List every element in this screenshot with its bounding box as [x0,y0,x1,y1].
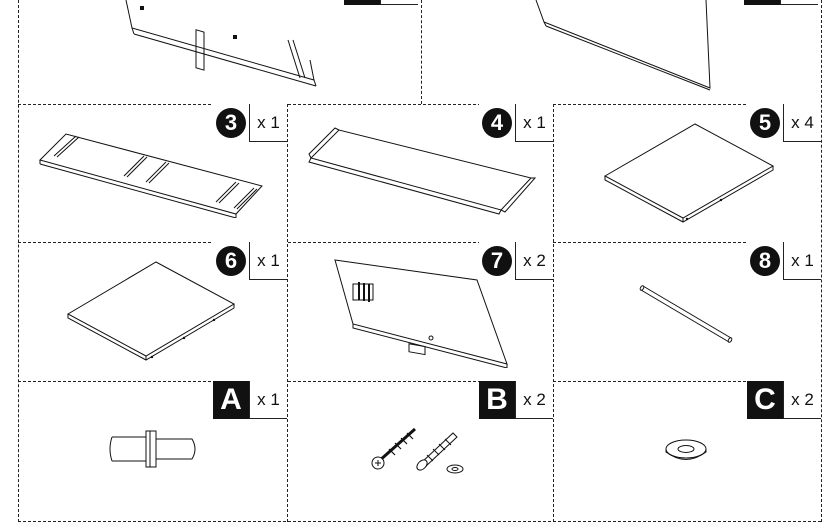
part-7-quantity: x 2 [515,242,553,280]
grid-bottom-border [18,521,821,522]
panel-3-icon [36,128,266,218]
part-b-cell: B x 2 [287,381,553,521]
grid-divider-top [421,0,422,104]
panel-2-icon [530,0,720,92]
part-8-quantity: x 1 [783,242,821,280]
part-8-number: 8 [750,246,780,276]
shelf-pin-a-icon [108,427,200,473]
panel-4-icon [305,126,545,218]
part-c-quantity: x 2 [783,381,821,419]
part-3-cell: 3 x 1 [18,104,287,242]
part-b-quantity: x 2 [515,381,553,419]
part-5-quantity: x 4 [783,104,821,142]
screw-anchor-b-icon [367,421,477,481]
shelf-6-icon [64,258,240,364]
part-c-cell: C x 2 [553,381,821,521]
panel-1-icon [120,0,320,90]
rod-8-icon [639,282,739,344]
part-a-badge: A x 1 [213,381,287,419]
part-a-letter: A [213,381,249,419]
grid-right-border [821,0,822,522]
back-panel-7-icon [331,256,515,368]
part-c-badge: C x 2 [747,381,821,419]
part-b-badge: B x 2 [479,381,553,419]
part-8-badge: 8 x 1 [747,242,821,280]
part-8-cell: 8 x 1 [553,242,821,381]
part-a-quantity: x 1 [249,381,287,419]
part-a-cell: A x 1 [18,381,287,521]
washer-c-icon [661,437,711,465]
part-b-letter: B [479,381,515,419]
part-6-quantity: x 1 [249,242,287,280]
part-5-cell: 5 x 4 [553,104,821,242]
part-6-cell: 6 x 1 [18,242,287,381]
shelf-5-icon [601,122,777,226]
top-left-badge-cutoff [340,0,421,6]
part-c-letter: C [747,381,783,419]
top-right-badge-cutoff [740,0,821,6]
part-4-cell: 4 x 1 [287,104,553,242]
part-7-cell: 7 x 2 [287,242,553,381]
